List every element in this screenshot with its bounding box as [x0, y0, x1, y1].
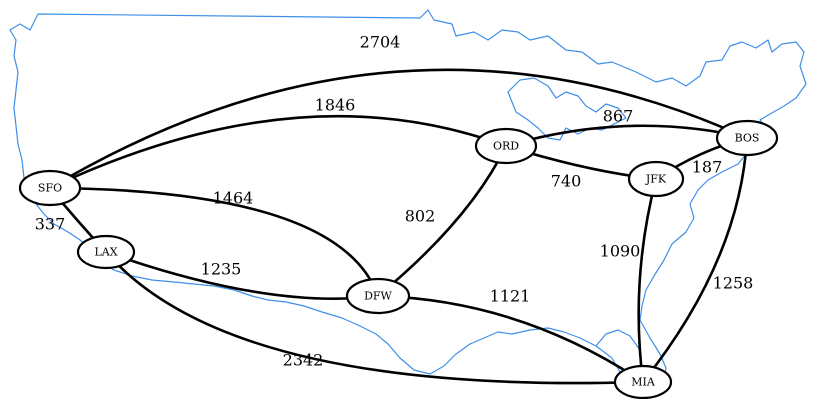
node-sfo-ellipse: [18, 169, 82, 207]
node-mia-ellipse: [613, 364, 673, 399]
us-map-outline-path: [9, 9, 807, 395]
edge-weight-jfk-bos: 187: [692, 158, 723, 177]
edge-weight-ord-dfw: 802: [405, 207, 436, 226]
edge-lax-mia: [105, 251, 644, 385]
edge-weight-sfo-ord: 1846: [315, 96, 356, 115]
edge-sfo-ord: [49, 114, 507, 190]
edge-bos-mia: [641, 137, 749, 383]
edge-weight-bos-mia: 1258: [713, 274, 754, 293]
edge-sfo-dfw: [49, 186, 380, 297]
edge-dfw-mia: [377, 294, 644, 384]
edge-weights: 2704 1846 867 740 187 1464 802 337 1235 1121 2342 1…: [35, 33, 754, 370]
node-bos-label: BOS: [735, 132, 760, 145]
airport-nodes: SFO LAX ORD DFW JFK BOS MIA: [18, 119, 779, 399]
node-ord-ellipse: [474, 127, 538, 165]
us-map-outline: [9, 9, 807, 395]
edge-weight-jfk-mia: 1090: [600, 242, 641, 261]
node-ord-label: ORD: [493, 140, 519, 153]
node-dfw-ellipse: [345, 277, 411, 315]
edge-jfk-mia: [637, 178, 658, 383]
node-lax-label: LAX: [94, 246, 117, 259]
node-sfo-label: SFO: [38, 182, 62, 195]
node-sfo: SFO: [18, 169, 82, 207]
node-mia: MIA: [613, 364, 673, 399]
florida-outline: [595, 329, 641, 351]
edge-weight-sfo-bos: 2704: [360, 33, 401, 52]
node-bos: BOS: [715, 119, 779, 157]
node-dfw-label: DFW: [364, 290, 392, 303]
edge-lax-dfw: [105, 250, 379, 300]
node-lax: LAX: [76, 234, 136, 270]
node-dfw: DFW: [345, 277, 411, 315]
edge-ord-dfw: [377, 145, 508, 298]
edge-weight-ord-jfk: 740: [551, 172, 582, 191]
edge-weight-lax-mia: 2342: [283, 351, 324, 370]
edge-weight-lax-dfw: 1235: [201, 260, 242, 279]
node-ord: ORD: [474, 127, 538, 165]
node-bos-ellipse: [715, 119, 779, 157]
node-lax-ellipse: [76, 234, 136, 270]
edge-weight-ord-bos: 867: [603, 107, 634, 126]
node-jfk-ellipse: [627, 160, 685, 198]
edge-weight-dfw-mia: 1121: [490, 287, 531, 306]
edges: [48, 68, 749, 385]
edge-sfo-bos: [49, 68, 748, 190]
edge-ord-bos: [505, 124, 748, 148]
edge-weight-sfo-lax: 337: [35, 215, 66, 234]
node-jfk-label: JFK: [645, 173, 667, 186]
edge-weight-sfo-dfw: 1464: [213, 189, 254, 208]
node-jfk: JFK: [627, 160, 685, 198]
node-mia-label: MIA: [631, 376, 656, 389]
great-lakes-outline: [507, 77, 627, 141]
